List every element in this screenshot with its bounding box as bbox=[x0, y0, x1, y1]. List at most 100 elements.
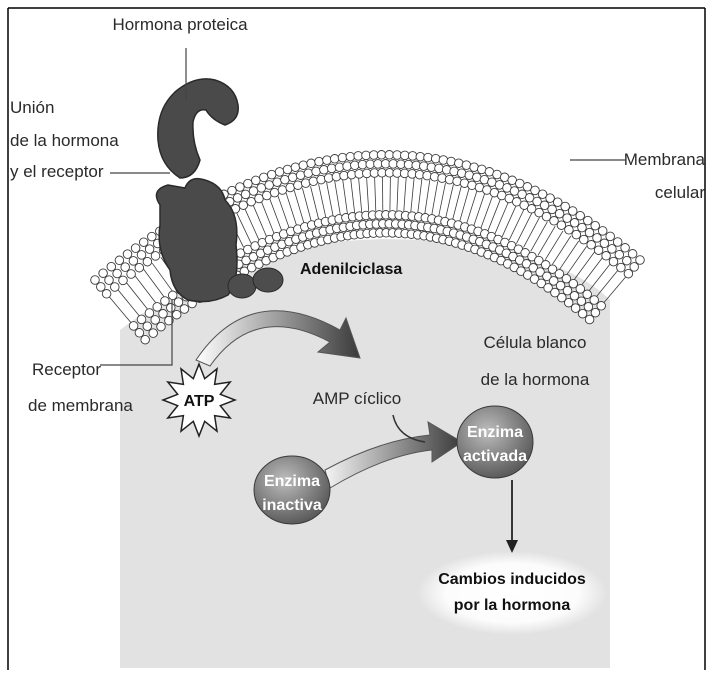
lipid-head bbox=[241, 190, 250, 199]
lipid-head bbox=[606, 232, 615, 241]
lipid-head bbox=[572, 230, 581, 239]
lipid-tail bbox=[425, 180, 430, 214]
lipid-head bbox=[462, 161, 471, 170]
lipid-head bbox=[174, 298, 183, 307]
lipid-head bbox=[283, 165, 292, 174]
lipid-tail bbox=[319, 184, 326, 217]
lipid-head bbox=[131, 244, 140, 253]
lipid-tail bbox=[604, 277, 626, 303]
lipid-head bbox=[338, 153, 347, 162]
lipid-head bbox=[571, 304, 580, 313]
lipid-head bbox=[309, 177, 318, 186]
lipid-head bbox=[145, 309, 154, 318]
lipid-head bbox=[233, 194, 242, 203]
lipid-head bbox=[151, 252, 160, 261]
lipid-tail bbox=[560, 241, 579, 269]
lipid-tail bbox=[294, 190, 304, 223]
lipid-head bbox=[408, 152, 417, 161]
lipid-head bbox=[267, 170, 276, 179]
lipid-head bbox=[447, 157, 456, 166]
lipid-tail bbox=[502, 206, 516, 237]
lipid-head bbox=[113, 269, 122, 278]
lipid-tail bbox=[589, 264, 610, 291]
lipid-tail bbox=[439, 183, 446, 216]
membrane-receptor bbox=[156, 179, 237, 302]
lipid-head bbox=[149, 329, 158, 338]
lipid-head bbox=[153, 303, 162, 312]
label-union-3: y el receptor bbox=[10, 162, 104, 181]
adenylate-cyclase-subunit-a bbox=[228, 274, 256, 298]
lipid-tail bbox=[135, 276, 156, 303]
lipid-tail bbox=[127, 283, 148, 310]
lipid-head bbox=[301, 179, 310, 188]
label-receptor-1: Receptor bbox=[32, 360, 101, 379]
label-celula-2: de la hormona bbox=[481, 370, 590, 389]
lipid-head bbox=[416, 152, 425, 161]
lipid-head bbox=[105, 276, 114, 285]
lipid-tail bbox=[278, 196, 289, 228]
lipid-tail bbox=[509, 210, 524, 241]
lipid-head bbox=[439, 156, 448, 165]
lipid-head bbox=[148, 232, 157, 241]
lipid-head bbox=[236, 183, 245, 192]
lipid-head bbox=[594, 246, 603, 255]
lipid-head bbox=[270, 188, 279, 197]
lipid-head bbox=[608, 245, 617, 254]
lipid-head bbox=[593, 234, 602, 243]
lipid-head bbox=[275, 168, 284, 177]
lipid-head bbox=[247, 197, 256, 206]
lipid-head bbox=[578, 223, 587, 232]
lipid-head bbox=[123, 250, 132, 259]
lipid-head bbox=[568, 207, 577, 216]
label-cambios-1: Cambios inducidos bbox=[438, 571, 586, 588]
lipid-head bbox=[91, 276, 100, 285]
lipid-head bbox=[324, 174, 333, 183]
lipid-tail bbox=[118, 290, 140, 316]
lipid-head bbox=[385, 151, 394, 160]
lipid-head bbox=[327, 164, 336, 173]
lipid-tail bbox=[375, 177, 376, 211]
label-amp-ciclico: AMP cíclico bbox=[313, 389, 402, 408]
lipid-head bbox=[97, 283, 106, 292]
lipid-tail bbox=[327, 183, 334, 216]
lipid-head bbox=[291, 163, 300, 172]
lipid-head bbox=[623, 256, 632, 265]
lipid-tail bbox=[397, 177, 398, 211]
lipid-head bbox=[273, 178, 282, 187]
lipid-head bbox=[244, 179, 253, 188]
lipid-head bbox=[257, 184, 266, 193]
lipid-head bbox=[143, 257, 152, 266]
lipid-head bbox=[228, 186, 237, 195]
lipid-tail bbox=[552, 236, 571, 265]
lipid-head bbox=[135, 263, 144, 272]
lipid-head bbox=[621, 244, 630, 253]
lipid-head bbox=[470, 163, 479, 172]
lipid-head bbox=[377, 151, 386, 160]
lipid-tail bbox=[286, 193, 296, 225]
lipid-tail bbox=[343, 180, 348, 214]
lipid-tail bbox=[446, 185, 454, 218]
adenylate-cyclase-subunit-b bbox=[253, 268, 283, 292]
lipid-head bbox=[278, 186, 287, 195]
lipid-head bbox=[145, 245, 154, 254]
lipid-head bbox=[143, 322, 152, 331]
lipid-head bbox=[296, 171, 305, 180]
lipid-head bbox=[99, 269, 108, 278]
lipid-head bbox=[255, 194, 264, 203]
lipid-head bbox=[330, 155, 339, 164]
lipid-tail bbox=[270, 199, 282, 231]
lipid-tail bbox=[359, 178, 362, 212]
lipid-tail bbox=[311, 186, 319, 219]
lipid-head bbox=[159, 310, 168, 319]
lipid-head bbox=[129, 322, 138, 331]
lipid-head bbox=[323, 156, 332, 165]
lipid-head bbox=[180, 305, 189, 314]
lipid-tail bbox=[582, 258, 603, 285]
lipid-head bbox=[281, 175, 290, 184]
lipid-head bbox=[584, 216, 593, 225]
lipid-tail bbox=[404, 178, 406, 212]
lipid-head bbox=[121, 263, 130, 272]
lipid-tail bbox=[531, 222, 548, 252]
lipid-tail bbox=[351, 179, 355, 213]
